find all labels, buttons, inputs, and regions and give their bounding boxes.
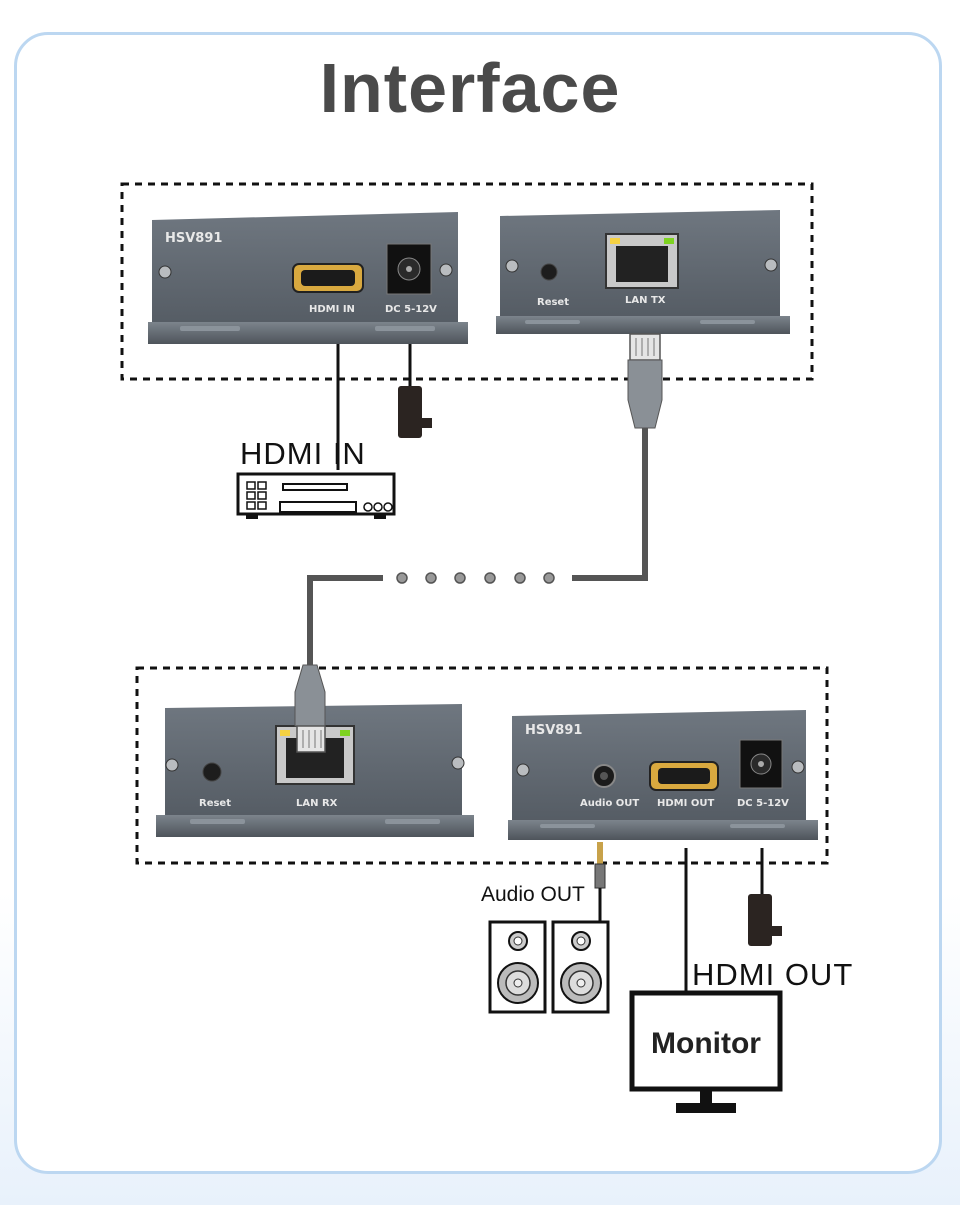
screw-icon [791,760,805,774]
page-title: Interface [319,49,621,127]
screw-icon [439,263,453,277]
dvd-player-icon [236,472,396,519]
transmitter-hdmi-unit: HSV891 HDMI IN DC 5-12V [148,212,468,344]
receiver-dc-port-label: DC 5-12V [737,798,789,809]
lan-rx-label: LAN RX [296,798,338,809]
screw-icon [764,258,778,272]
hdmi-out-label: HDMI OUT [692,957,854,992]
hdmi-out-port-label: HDMI OUT [657,798,714,809]
speakers-icon [488,920,610,1014]
receiver-group-box [135,666,829,865]
screw-icon [158,265,172,279]
reset-label: Reset [537,297,569,308]
receiver-lan-unit: Reset LAN RX [156,704,474,837]
lan-tx-label: LAN TX [625,295,666,306]
network-cable-upper [572,428,648,581]
long-distance-dots [396,572,555,584]
monitor-icon: Monitor [629,990,783,1113]
reset-button-icon [202,762,222,782]
lan-rx-connector-icon [294,664,326,753]
power-adapter-icon [398,386,432,438]
screw-icon [451,756,465,770]
lan-tx-connector-icon [627,333,663,429]
transmitter-model-label: HSV891 [165,231,222,246]
transmitter-group-box [120,182,814,381]
hdmi-in-port-label: HDMI IN [309,304,355,315]
audio-out-label: Audio OUT [481,883,585,906]
monitor-label: Monitor [651,1027,761,1060]
audio-out-port-label: Audio OUT [580,798,639,809]
screw-icon [505,259,519,273]
transmitter-lan-unit: Reset LAN TX [496,210,790,334]
power-adapter-icon [748,894,782,946]
network-cable-lower [307,575,383,665]
screw-icon [165,758,179,772]
dc-port-label: DC 5-12V [385,304,437,315]
receiver-hdmi-unit: HSV891 Audio OUT HDMI OUT DC 5-12V [508,710,818,840]
screw-icon [516,763,530,777]
audio-plug-icon [594,842,606,925]
receiver-model-label: HSV891 [525,723,582,738]
hdmi-in-label: HDMI IN [240,436,366,471]
receiver-reset-label: Reset [199,798,231,809]
reset-button-icon [540,263,558,281]
